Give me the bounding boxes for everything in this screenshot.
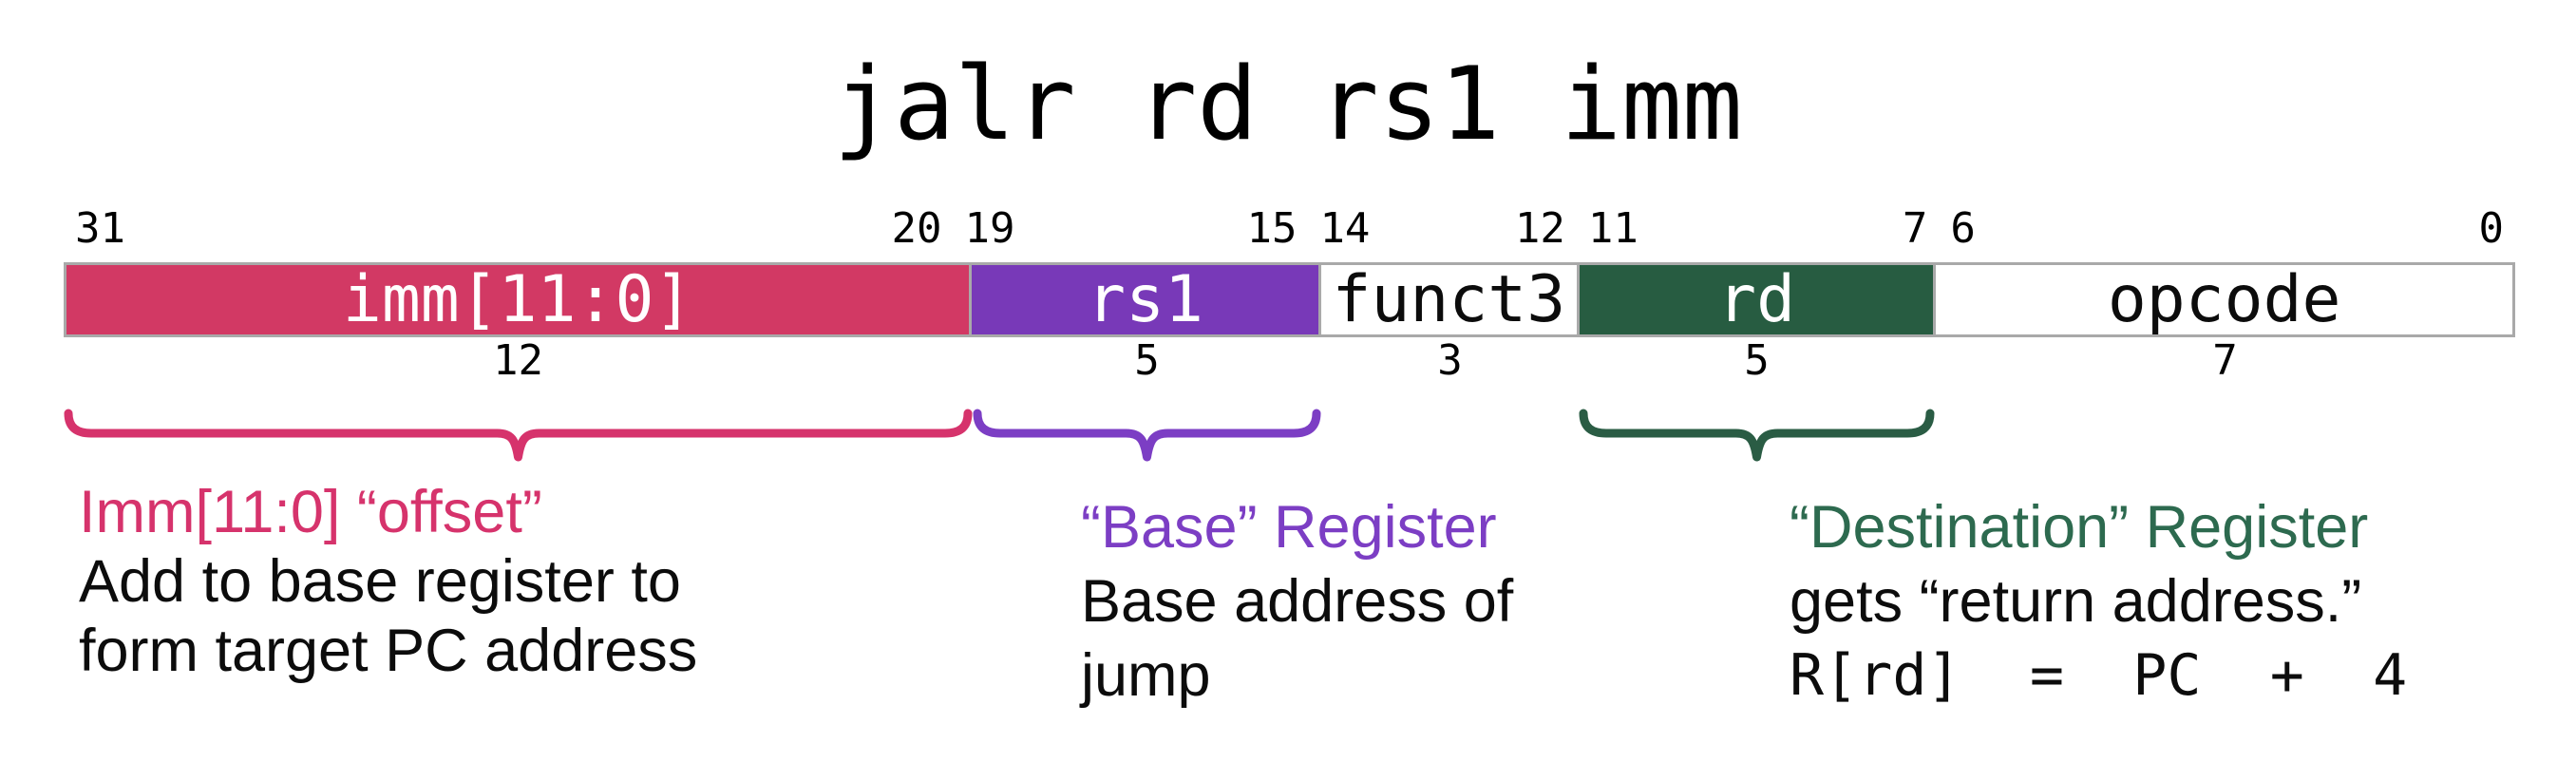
field-cell-rs1: rs1 — [972, 261, 1321, 337]
bit-hi-funct3: 14 — [1319, 204, 1371, 253]
annotation-rd-code: R[rd] = PC + 4 — [1790, 642, 2408, 709]
bit-range-funct3: 14 12 — [1308, 205, 1576, 253]
bit-hi-rd: 11 — [1587, 204, 1638, 253]
brace-rs1-field — [973, 409, 1321, 462]
bit-lo-imm: 20 — [891, 204, 942, 253]
bit-range-imm: 31 20 — [64, 205, 954, 253]
field-cell-imm: imm[11:0] — [66, 261, 973, 337]
field-cell-funct3: funct3 — [1320, 261, 1580, 337]
bit-width-rd: 5 — [1579, 338, 1935, 384]
brace-imm-field — [64, 409, 973, 462]
bit-index-row: 31 20 19 15 14 12 11 7 6 0 — [64, 205, 2515, 253]
bit-width-opcode: 7 — [1935, 338, 2515, 384]
bit-width-row: 12 5 3 5 7 — [64, 338, 2515, 384]
field-cell-rd: rd — [1579, 261, 1937, 337]
annotation-rd: “Destination” Register gets “return addr… — [1790, 490, 2407, 713]
annotation-imm: Imm[11:0] “offset” Add to base register … — [79, 478, 697, 686]
annotation-rs1-line2: jump — [1081, 642, 1211, 709]
field-cell-opcode: opcode — [1936, 265, 2512, 334]
field-label-rs1: rs1 — [1087, 261, 1203, 337]
bit-width-rs1-value: 5 — [1134, 336, 1160, 385]
bit-width-rs1: 5 — [973, 338, 1321, 384]
brace-rd-field — [1579, 409, 1935, 462]
bit-hi-imm: 31 — [75, 204, 125, 253]
page-title: jalr rd rs1 imm — [833, 46, 1743, 162]
bit-range-opcode: 6 0 — [1939, 205, 2515, 253]
annotation-rs1-line1: Base address of — [1081, 568, 1514, 635]
bit-lo-rd: 7 — [1902, 204, 1928, 253]
bit-lo-funct3: 12 — [1514, 204, 1565, 253]
field-label-funct3: funct3 — [1332, 261, 1566, 337]
field-label-imm: imm[11:0] — [342, 261, 693, 337]
annotation-imm-line2: form target PC address — [79, 618, 698, 684]
bit-hi-rs1: 19 — [964, 204, 1015, 253]
annotation-rd-heading: “Destination” Register — [1790, 494, 2369, 561]
annotation-rd-line1: gets “return address.” — [1790, 568, 2362, 635]
bit-width-rd-value: 5 — [1744, 336, 1770, 385]
annotation-imm-heading: Imm[11:0] “offset” — [79, 479, 542, 545]
field-label-rd: rd — [1717, 261, 1796, 337]
bit-range-rd: 11 7 — [1577, 205, 1940, 253]
field-label-opcode: opcode — [2107, 261, 2341, 337]
bit-width-funct3-value: 3 — [1437, 336, 1463, 385]
bit-width-funct3: 3 — [1321, 338, 1579, 384]
bit-width-opcode-value: 7 — [2212, 336, 2238, 385]
bit-hi-opcode: 6 — [1950, 204, 1976, 253]
bit-range-rs1: 19 15 — [954, 205, 1309, 253]
bit-lo-opcode: 0 — [2478, 204, 2505, 253]
bit-width-imm-value: 12 — [493, 336, 543, 385]
annotation-imm-line1: Add to base register to — [79, 548, 681, 615]
bit-lo-rs1: 15 — [1246, 204, 1297, 253]
instruction-field-row: imm[11:0] rs1 funct3 rd opcode — [64, 262, 2515, 337]
bit-width-imm: 12 — [64, 338, 973, 384]
annotation-rs1: “Base” Register Base address of jump — [1081, 490, 1513, 713]
annotation-rs1-heading: “Base” Register — [1081, 494, 1497, 561]
